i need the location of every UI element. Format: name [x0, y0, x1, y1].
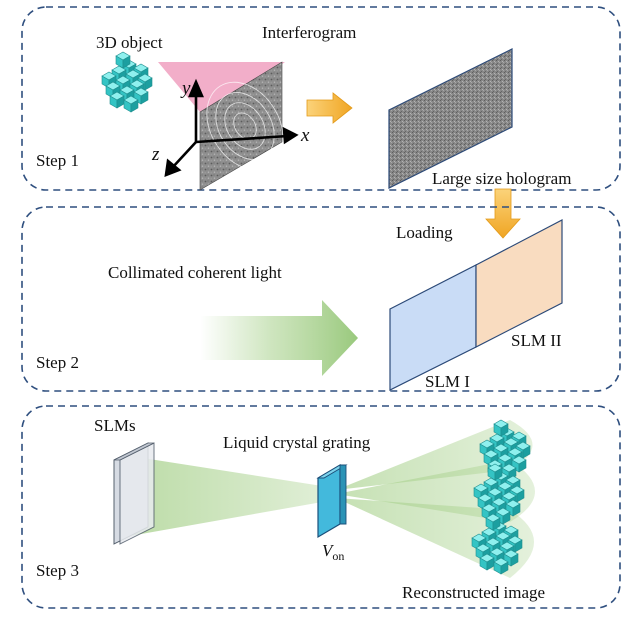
step2-border — [21, 206, 621, 392]
collimated-light-arrow — [200, 300, 358, 376]
step3-label: Step 3 — [36, 561, 79, 580]
slms-label: SLMs — [94, 416, 136, 435]
axis-z-label: z — [151, 144, 160, 165]
step3-border — [21, 405, 621, 609]
grating-label: Liquid crystal grating — [223, 433, 371, 452]
liquid-crystal-grating — [316, 463, 348, 539]
interferogram-label: Interferogram — [262, 23, 356, 42]
3d-object-label: 3D object — [96, 33, 163, 52]
step2-panel: Loading Collimated coherent light SLM II… — [21, 206, 621, 392]
step1-border — [21, 6, 621, 191]
loading-label: Loading — [396, 223, 453, 242]
axis-x-label: x — [300, 125, 310, 146]
light-label: Collimated coherent light — [108, 263, 282, 282]
voltage-symbol: V — [322, 541, 335, 560]
voltage-label: Von — [322, 541, 344, 563]
axis-y-label: y — [180, 78, 191, 99]
step3-panel: SLMs Liquid crystal grating Von Step 3 R… — [21, 405, 621, 609]
slm1-label: SLM I — [425, 372, 470, 391]
converging-beam — [130, 456, 322, 536]
orange-down-arrow — [485, 188, 521, 239]
step1-panel: y x z 3D object Interferogram Step 1 Lar… — [21, 6, 621, 191]
step1-label: Step 1 — [36, 151, 79, 170]
3d-object-cubes — [102, 52, 152, 112]
large-hologram-label: Large size hologram — [432, 169, 571, 188]
coordinate-axes — [164, 78, 299, 178]
slm2-label: SLM II — [511, 331, 562, 350]
step2-label: Step 2 — [36, 353, 79, 372]
reconstructed-image-label: Reconstructed image — [402, 583, 545, 602]
slms-plate — [113, 442, 155, 545]
orange-right-arrow — [306, 92, 353, 124]
large-hologram-panel — [388, 48, 513, 189]
voltage-subscript: on — [332, 549, 344, 563]
slm2-panel — [475, 219, 563, 348]
object-beam — [158, 62, 285, 118]
